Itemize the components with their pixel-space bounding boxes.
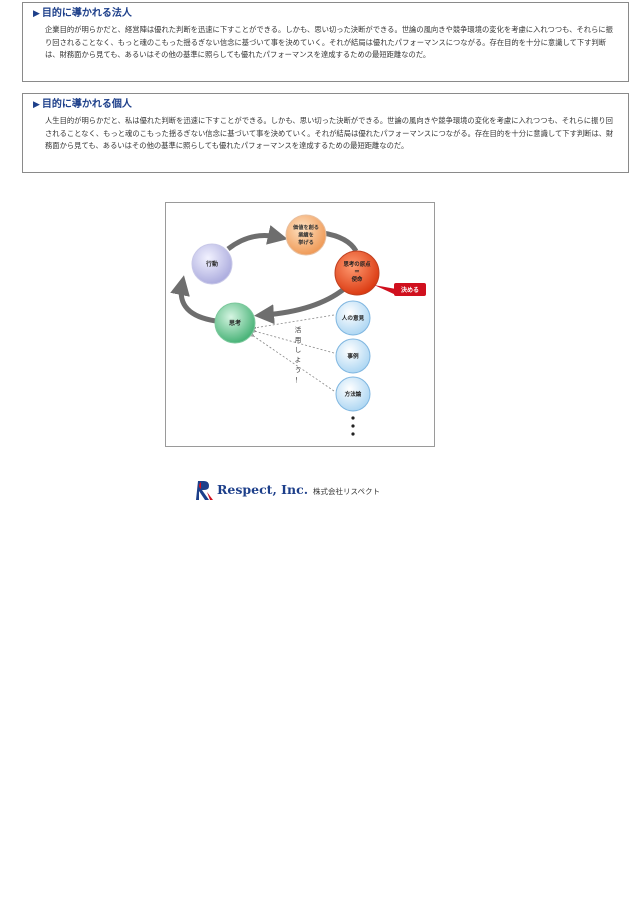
- section-corporate-title: ▶目的に導かれる法人: [33, 8, 132, 19]
- triangle-bullet-icon: ▶: [33, 100, 40, 110]
- node-case-label: 事例: [347, 352, 359, 360]
- node-action-label: 行動: [205, 260, 218, 268]
- logo-company-name-jp: 株式会社リスペクト: [313, 487, 380, 496]
- respect-logo-icon: [196, 481, 213, 500]
- node-opinion-label: 人の意見: [341, 314, 365, 322]
- node-origin-line3: 使命: [351, 275, 363, 283]
- dotted-arrow-method: [252, 335, 335, 392]
- node-thinking-label: 思考: [229, 319, 241, 327]
- node-origin: [334, 250, 380, 296]
- dotted-arrow-case: [254, 331, 335, 354]
- utilize-char-1: 用: [295, 336, 302, 344]
- triangle-bullet-icon: ▶: [33, 9, 40, 19]
- node-method-label: 方法論: [345, 390, 362, 398]
- arrow-value-to-origin: [322, 230, 359, 253]
- dotted-arrow-opinion: [254, 314, 335, 328]
- decide-label: 決める: [401, 286, 419, 294]
- decide-pointer: [374, 285, 396, 295]
- arrow-origin-to-thinking: [254, 287, 346, 325]
- node-value: [285, 214, 327, 256]
- section-individual-title: ▶目的に導かれる個人: [33, 99, 132, 110]
- node-origin-line2: ＝: [354, 270, 359, 276]
- purpose-cycle-diagram: 価値を創る 業績を 挙げる 行動 思考の原点 ＝ 使命 決める 思考 活 用 し…: [165, 202, 435, 447]
- utilize-char-5: ！: [295, 376, 302, 384]
- section-corporate: ▶目的に導かれる法人 企業目的が明らかだと、経営陣は優れた判断を迅速に下すことが…: [22, 2, 629, 82]
- node-case: [335, 338, 371, 374]
- arrow-thinking-to-action: [170, 275, 217, 324]
- node-value-line1: 価値を創る: [292, 223, 319, 231]
- node-method: [335, 376, 371, 412]
- continuation-dot: [351, 416, 355, 420]
- node-thinking: [214, 302, 256, 344]
- node-value-line3: 挙げる: [297, 238, 314, 246]
- node-action: [191, 243, 233, 285]
- logo-company-name: Respect, Inc.: [217, 482, 309, 497]
- node-value-line2: 業績を: [297, 231, 314, 239]
- utilize-char-3: よ: [295, 356, 302, 364]
- utilize-char-2: し: [295, 346, 302, 354]
- continuation-dot: [351, 424, 355, 428]
- utilize-char-4: う: [295, 366, 302, 374]
- decide-tag: [394, 283, 426, 296]
- section-individual-body: 人生目的が明らかだと、私は優れた判断を迅速に下すことができる。しかも、思い切った…: [45, 116, 614, 151]
- continuation-dot: [351, 432, 355, 436]
- section-corporate-body: 企業目的が明らかだと、経営陣は優れた判断を迅速に下すことができる。しかも、思い切…: [45, 25, 613, 60]
- arrow-action-to-value: [226, 225, 288, 252]
- company-logo: Respect, Inc. 株式会社リスペクト: [195, 479, 415, 501]
- cycle-svg: 価値を創る 業績を 挙げる 行動 思考の原点 ＝ 使命 決める 思考 活 用 し…: [170, 214, 426, 436]
- section-individual: ▶目的に導かれる個人 人生目的が明らかだと、私は優れた判断を迅速に下すことができ…: [22, 93, 629, 173]
- utilize-char-0: 活: [295, 325, 302, 334]
- node-opinion: [335, 300, 371, 336]
- node-origin-line1: 思考の原点: [344, 260, 372, 268]
